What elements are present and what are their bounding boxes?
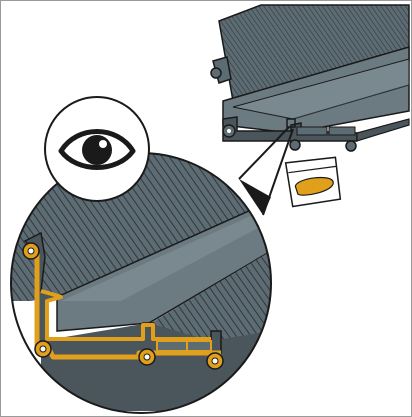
sample-bag-icon (284, 156, 342, 208)
magnifier-lens (10, 152, 272, 414)
callout-lines (238, 126, 294, 216)
profile-small (210, 4, 410, 152)
eye-icon (44, 96, 150, 202)
